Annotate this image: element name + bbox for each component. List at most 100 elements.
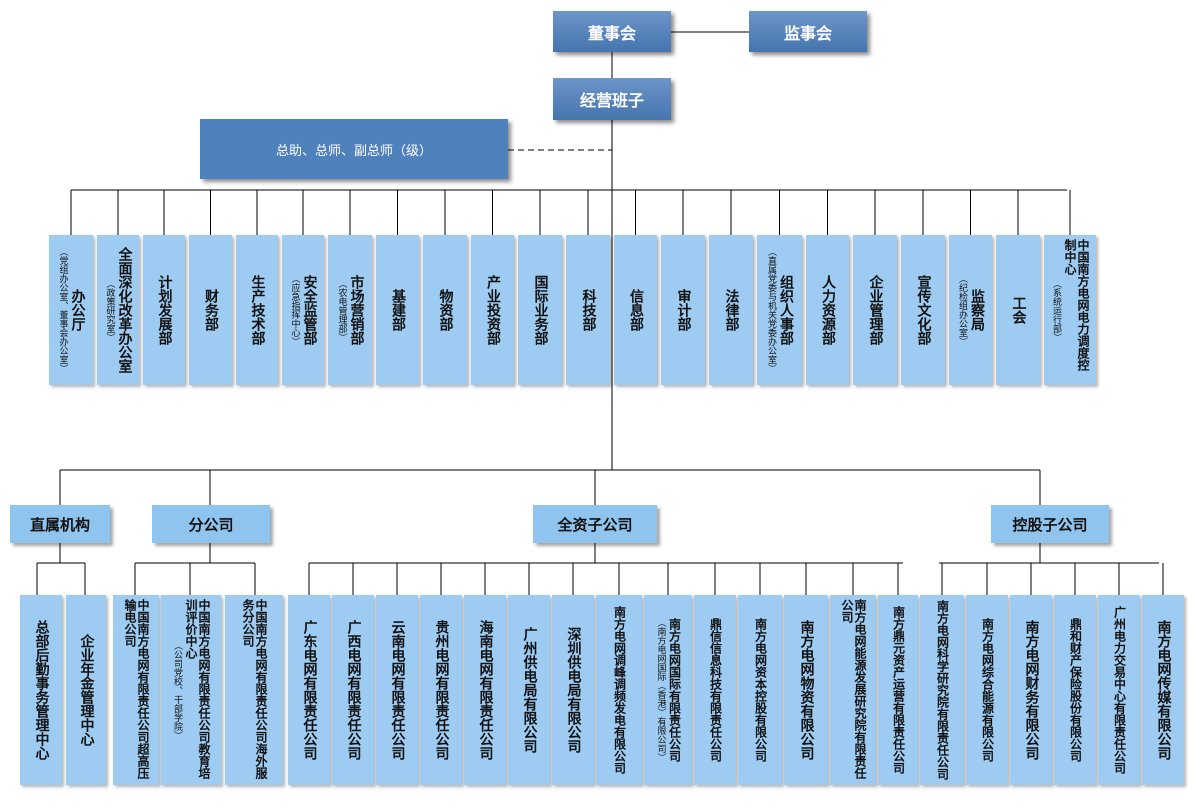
dept-dispatch-center: 中国南方电网电力调度控制中心 （系统运行部） [1044, 235, 1096, 385]
dept-materials: 物资部 [423, 235, 467, 385]
dept-sub: （党组办公室、董事会办公室） [57, 247, 68, 373]
unit-main: 南方电网综合能源有限公司 [980, 618, 995, 762]
unit-main: 中国南方电网有限责任公司超高压输电公司 [123, 599, 150, 779]
dept-main: 审计部 [675, 289, 692, 331]
dept-audit: 审计部 [661, 235, 705, 385]
unit-main: 贵州电网有限责任公司 [433, 620, 450, 760]
dept-industry-investment: 产业投资部 [471, 235, 514, 385]
management-label: 经营班子 [579, 91, 644, 110]
unit-main: 南方电网国际有限责任公司 [667, 618, 682, 762]
unit-main: 中国南方电网有限责任公司海外服务分公司 [241, 599, 268, 779]
dept-technology: 科技部 [566, 235, 610, 385]
supervisors-box: 监事会 [749, 11, 867, 52]
dept-international: 国际业务部 [518, 235, 562, 385]
group-branch-label: 分公司 [188, 515, 234, 534]
dept-enterprise-mgmt: 企业管理部 [853, 235, 897, 385]
dept-main: 信息部 [628, 289, 644, 331]
wholly-peak-regulation: 南方电网调峰调频发电有限公司 [596, 595, 642, 785]
dept-main: 计划发展部 [156, 275, 173, 345]
dept-main: 安全监管部 [301, 275, 318, 345]
holding-power-exchange: 广州电力交易中心有限责任公司 [1098, 595, 1140, 785]
dept-planning: 计划发展部 [143, 235, 185, 385]
group-holding: 控股子公司 [991, 505, 1109, 543]
unit-main: 南方鼎元资产运营有限责任公司 [891, 606, 906, 774]
dept-finance: 财务部 [189, 235, 232, 385]
holding-finance: 南方电网财务有限公司 [1010, 595, 1052, 785]
unit-main: 南方电网财务有限公司 [1023, 620, 1040, 760]
dept-hr: 人力资源部 [806, 235, 849, 385]
holding-media: 南方电网传媒有限公司 [1142, 595, 1184, 785]
dept-main: 物资部 [437, 289, 454, 331]
unit-main: 广东电网有限责任公司 [301, 620, 318, 760]
unit-main: 南方电网调峰调频发电有限公司 [612, 606, 627, 774]
board-box: 董事会 [553, 11, 671, 52]
group-direct-label: 直属机构 [29, 515, 90, 534]
wholly-energy-research: 南方电网能源发展研究院有限责任公司 [830, 595, 876, 785]
holding-dinghe-insurance: 鼎和财产保险股份有限公司 [1054, 595, 1096, 785]
unit-main: 南方电网能源发展研究院有限责任公司 [840, 599, 867, 779]
wholly-hainan: 海南电网有限责任公司 [464, 595, 506, 785]
dept-sub: （政策研究室） [104, 278, 115, 342]
wholly-international: 南方电网国际有限责任公司 （南方电网国际（香港）有限公司） [644, 595, 692, 785]
dept-main: 产业投资部 [485, 275, 501, 345]
board-label: 董事会 [587, 23, 636, 43]
unit-main: 广西电网有限责任公司 [345, 620, 362, 760]
dept-production: 生产技术部 [236, 235, 278, 385]
dept-main: 组织人事部 [778, 275, 794, 345]
dept-office: 办公厅 （党组办公室、董事会办公室） [49, 235, 93, 385]
unit-main: 鼎信信息科技有限责任公司 [708, 618, 723, 762]
group-direct: 直属机构 [10, 505, 110, 543]
dept-main: 市场营销部 [348, 275, 365, 345]
unit-main: 云南电网有限责任公司 [389, 620, 406, 760]
unit-main: 总部后勤事务管理中心 [33, 620, 50, 760]
unit-main: 企业年金管理中心 [78, 634, 95, 746]
unit-main: 南方电网科学研究院有限责任公司 [935, 600, 950, 780]
branch-overseas-service: 中国南方电网有限责任公司海外服务分公司 [225, 595, 283, 785]
unit-main: 南方电网传媒有限公司 [1155, 620, 1172, 760]
dept-supervision: 监察局 （纪检组办公室） [949, 235, 992, 385]
dept-union: 工会 [996, 235, 1040, 385]
group-wholly: 全资子公司 [533, 505, 657, 543]
branch-ehv-transmission: 中国南方电网有限责任公司超高压输电公司 [113, 595, 159, 785]
unit-sub: （南方电网国际（香港）有限公司） [655, 618, 666, 762]
dept-reform-office: 全面深化改革办公室 （政策研究室） [97, 235, 139, 385]
dept-main: 监察局 [969, 289, 985, 331]
dept-information: 信息部 [614, 235, 657, 385]
wholly-guangdong: 广东电网有限责任公司 [288, 595, 330, 785]
unit-main: 鼎和财产保险股份有限公司 [1068, 618, 1083, 762]
dept-main: 工会 [1010, 296, 1027, 324]
unit-sub: （公司党校、干部学院） [172, 640, 182, 740]
dept-main: 人力资源部 [820, 275, 836, 345]
direct-annuity-center: 企业年金管理中心 [66, 595, 106, 785]
dept-main: 基建部 [390, 289, 406, 331]
unit-main: 中国南方电网有限责任公司教育培训评价中心 [184, 599, 211, 779]
wholly-guangzhou-supply: 广州供电局有限公司 [508, 595, 550, 785]
dept-sub: （直属党委与机关党委办公室） [766, 247, 776, 373]
unit-main: 南方电网物资有限公司 [798, 620, 815, 760]
unit-main: 深圳供电局有限公司 [565, 627, 582, 753]
wholly-capital-holding: 南方电网资本控股有限公司 [738, 595, 782, 785]
dept-legal: 法律部 [709, 235, 753, 385]
wholly-dingxin-tech: 鼎信信息科技有限责任公司 [694, 595, 736, 785]
dept-sub: （系统运行部） [1051, 278, 1061, 342]
wholly-shenzhen-supply: 深圳供电局有限公司 [552, 595, 594, 785]
group-holding-label: 控股子公司 [1012, 515, 1088, 534]
wholly-materials: 南方电网物资有限公司 [784, 595, 828, 785]
dept-main: 科技部 [580, 289, 597, 331]
wholly-yunnan: 云南电网有限责任公司 [376, 595, 418, 785]
holding-integrated-energy: 南方电网综合能源有限公司 [966, 595, 1008, 785]
dept-main: 国际业务部 [532, 275, 549, 345]
dept-main: 宣传文化部 [915, 275, 932, 345]
dept-main: 中国南方电网电力调度控制中心 [1063, 239, 1090, 371]
direct-logistics-center: 总部后勤事务管理中心 [20, 595, 62, 785]
executives-box: 总助、总师、副总师（级） [200, 119, 508, 179]
dept-publicity: 宣传文化部 [901, 235, 945, 385]
dept-construction: 基建部 [376, 235, 419, 385]
dept-main: 企业管理部 [867, 275, 884, 345]
holding-research-institute: 南方电网科学研究院有限责任公司 [920, 595, 964, 785]
wholly-dingyuan-assets: 南方鼎元资产运营有限责任公司 [878, 595, 918, 785]
wholly-guizhou: 贵州电网有限责任公司 [420, 595, 462, 785]
branch-training-center: 中国南方电网有限责任公司教育培训评价中心 （公司党校、干部学院） [161, 595, 221, 785]
unit-main: 南方电网资本控股有限公司 [753, 618, 768, 762]
unit-main: 广州供电局有限公司 [521, 627, 538, 753]
